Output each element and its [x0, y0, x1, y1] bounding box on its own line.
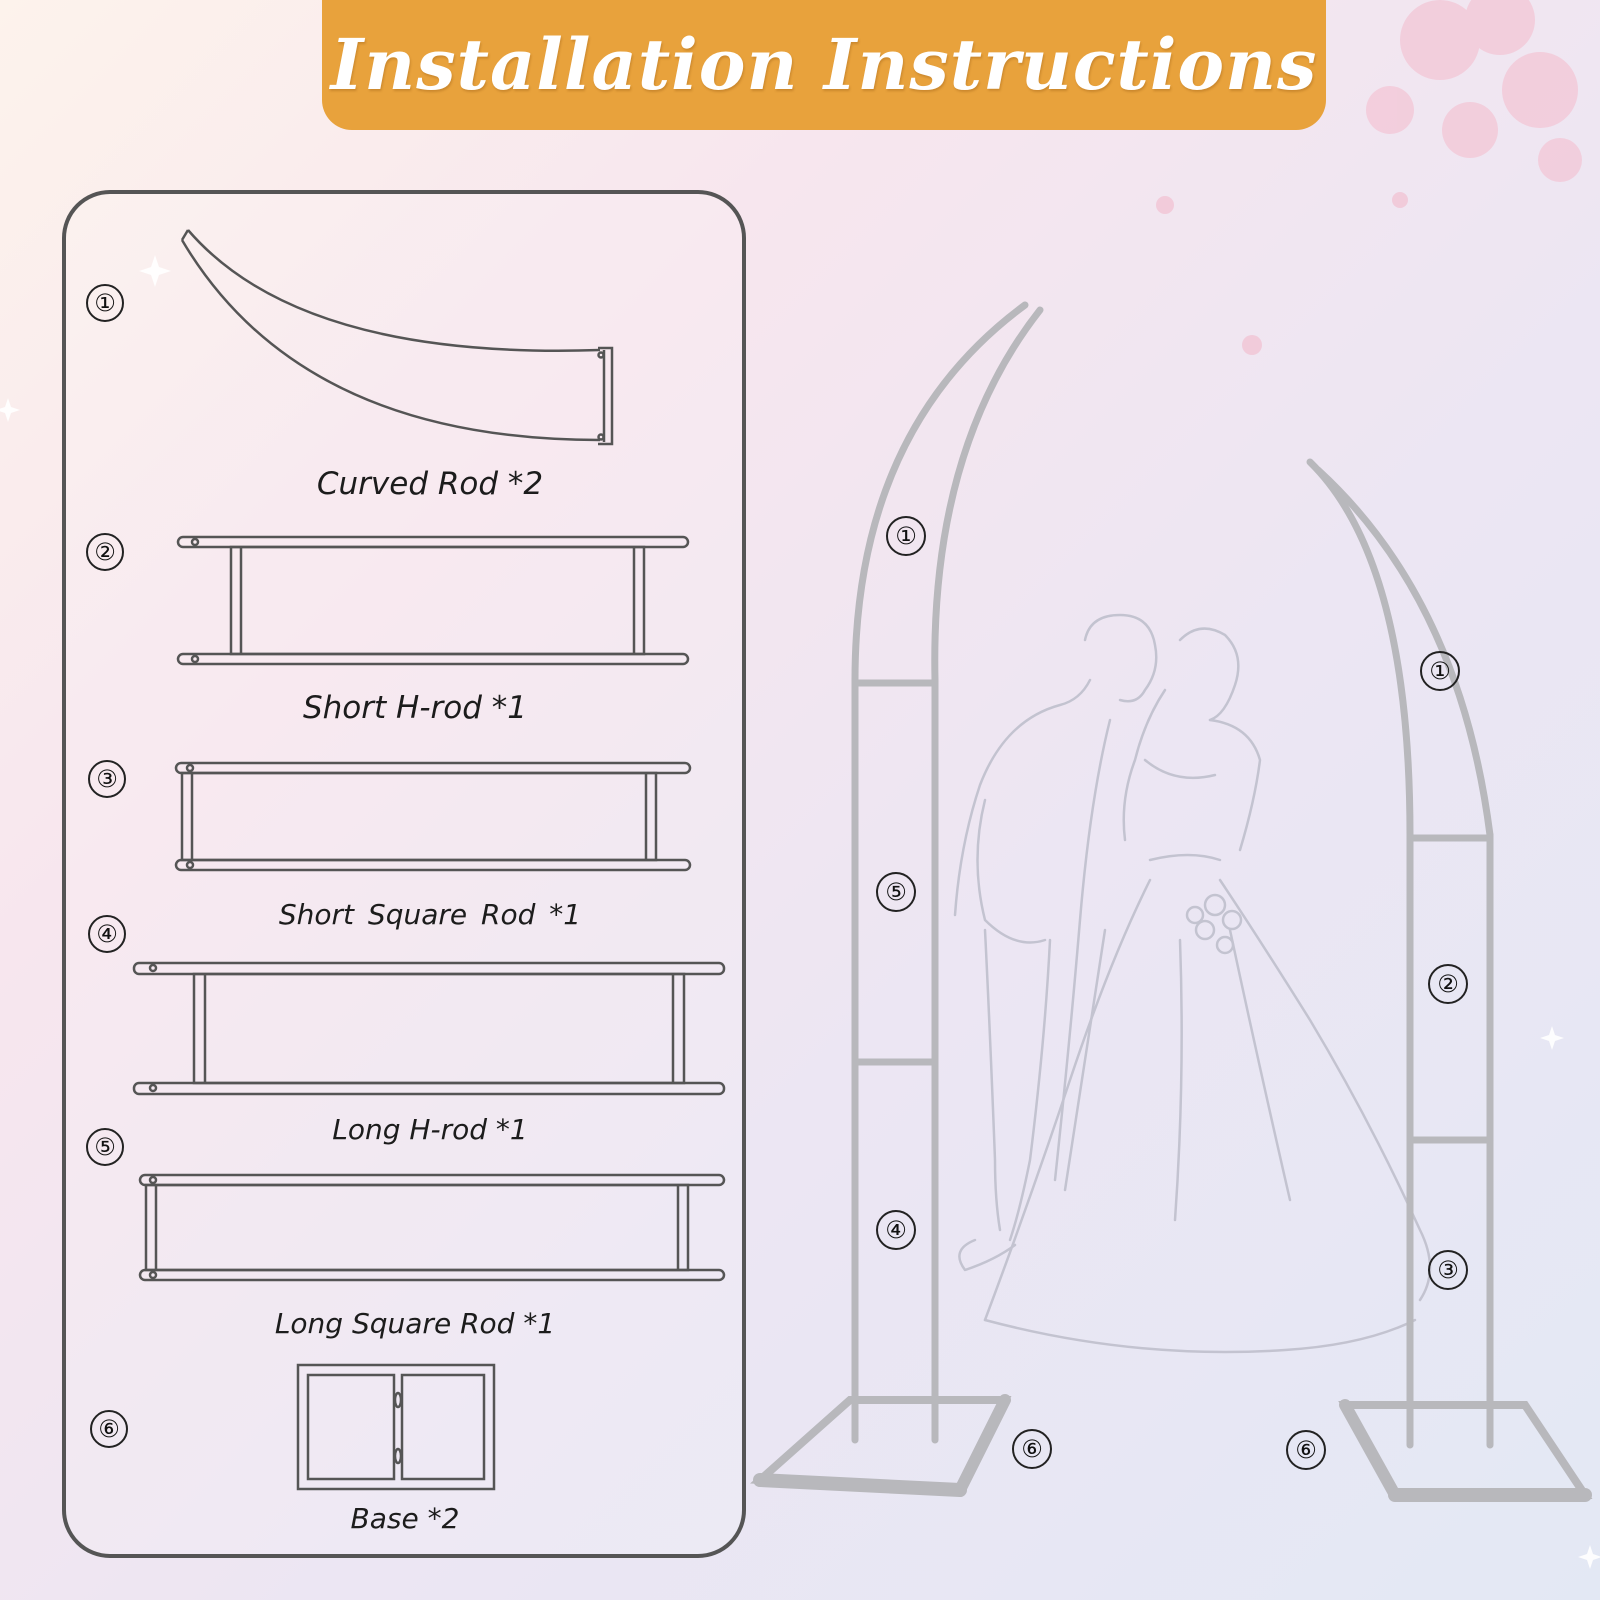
- part-number-5: ⑤: [86, 1128, 124, 1166]
- part-label-short-square-rod: Short Square Rod *1: [278, 898, 582, 931]
- part-label-long-square-rod: Long Square Rod *1: [274, 1307, 556, 1340]
- short-square-rod-drawing: [174, 761, 692, 872]
- part-label-long-h-rod: Long H-rod *1: [332, 1113, 528, 1146]
- left-stand-callout-curved: ①: [886, 516, 926, 556]
- part-label-curved-rod: Curved Rod *2: [316, 466, 544, 502]
- part-number-2: ②: [86, 533, 124, 571]
- long-h-rod-drawing: [132, 961, 726, 1096]
- left-stand-callout-base: ⑥: [1012, 1429, 1052, 1469]
- part-number-3: ③: [88, 760, 126, 798]
- short-h-rod-drawing: [176, 535, 690, 666]
- right-stand: [1306, 458, 1593, 1502]
- right-stand-callout-curved: ①: [1420, 651, 1460, 691]
- part-number-6: ⑥: [90, 1410, 128, 1448]
- right-stand-callout-base: ⑥: [1286, 1430, 1326, 1470]
- left-stand: [750, 301, 1044, 1497]
- right-stand-callout-short-square: ③: [1428, 1250, 1468, 1290]
- parts-list-panel: [62, 190, 746, 1558]
- wedding-couple-sketch: [953, 613, 1432, 1354]
- title-banner: Installation Instructions: [322, 0, 1326, 130]
- curved-rod-drawing: [180, 229, 614, 446]
- page-title: Installation Instructions: [330, 23, 1318, 106]
- part-number-4: ④: [88, 915, 126, 953]
- left-stand-callout-long-h: ④: [876, 1210, 916, 1250]
- part-label-base: Base *2: [350, 1502, 460, 1535]
- part-number-1: ①: [86, 284, 124, 322]
- right-stand-callout-short-h: ②: [1428, 964, 1468, 1004]
- left-stand-callout-long-square: ⑤: [876, 872, 916, 912]
- base-drawing: [296, 1363, 496, 1491]
- part-label-short-h-rod: Short H-rod *1: [302, 690, 527, 726]
- long-square-rod-drawing: [138, 1173, 726, 1282]
